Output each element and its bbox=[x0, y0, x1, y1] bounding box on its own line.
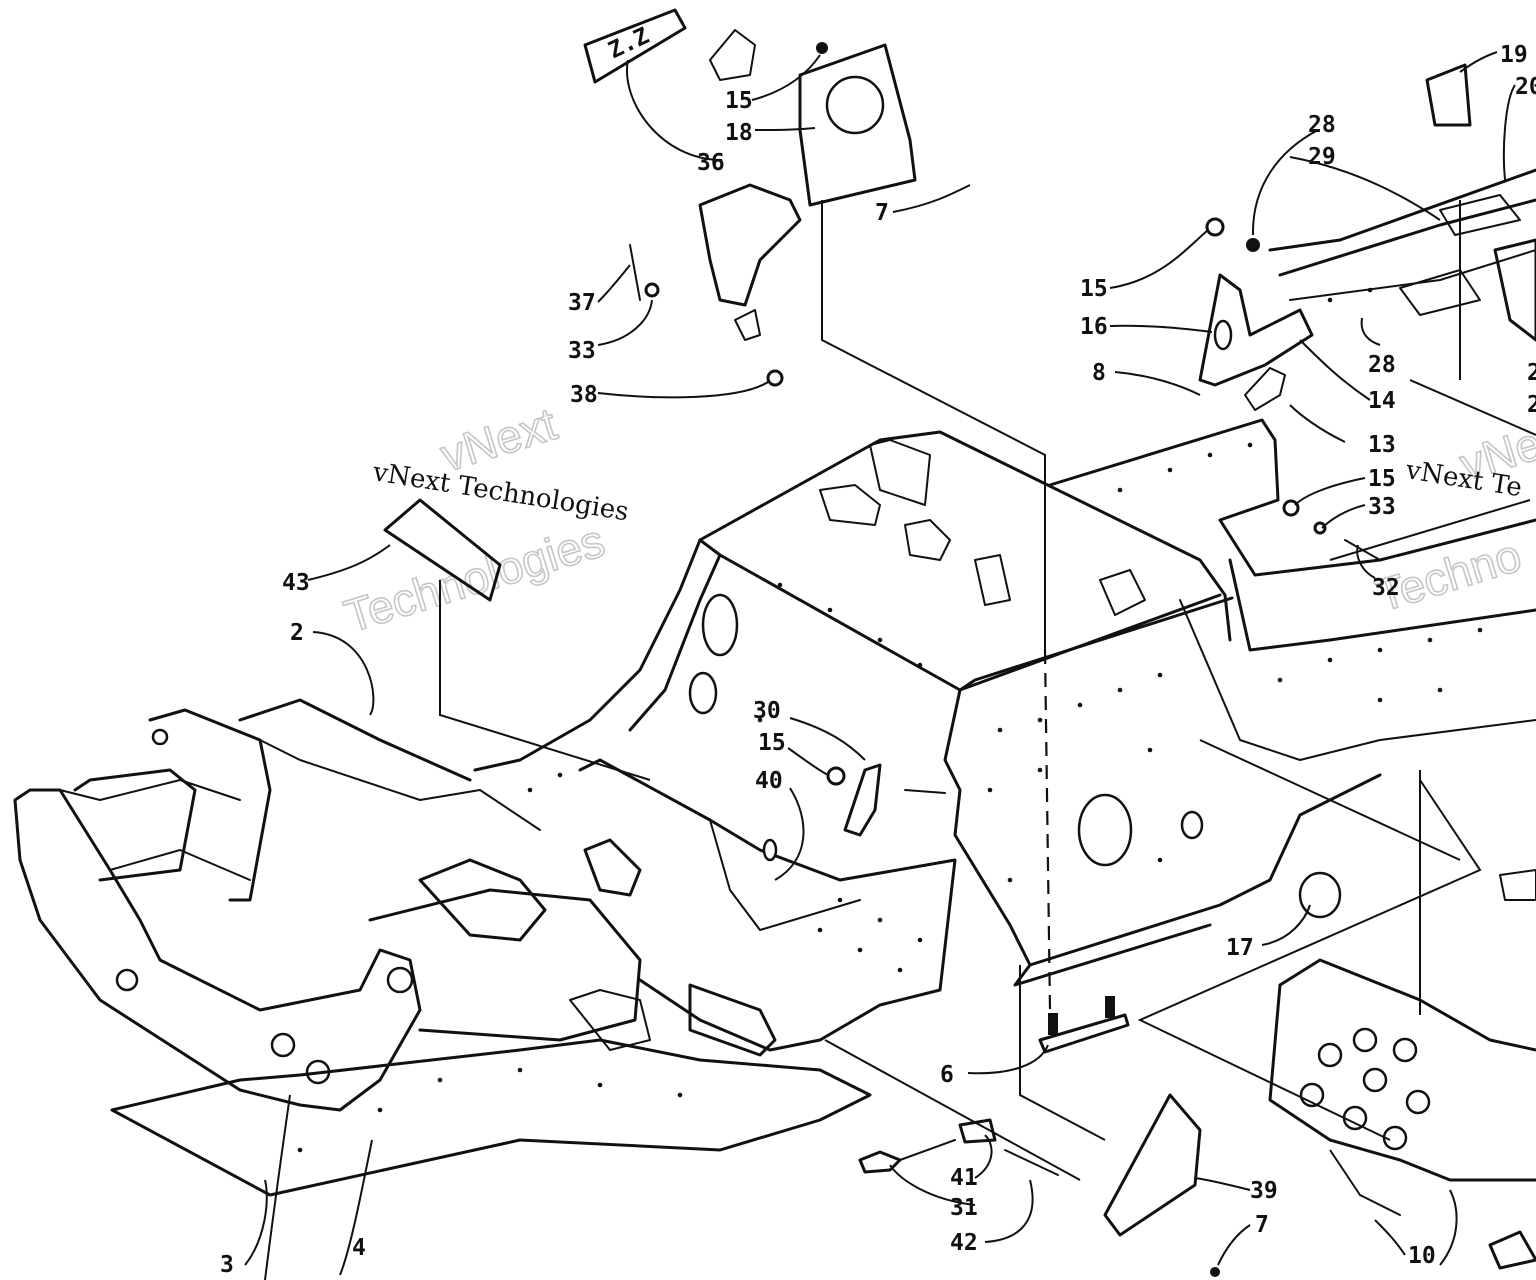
callout-37: 37 bbox=[568, 290, 596, 316]
assembly-lines bbox=[439, 200, 1536, 1196]
arm-bushing-2 bbox=[270, 1032, 296, 1058]
bulkhead-hole bbox=[762, 838, 778, 862]
callout-8: 8 bbox=[1092, 360, 1106, 386]
rear-panel-hole bbox=[1077, 793, 1133, 867]
callout-32: 32 bbox=[1372, 575, 1400, 601]
callout-10: 10 bbox=[1408, 1243, 1436, 1269]
callout-7-bottom: 7 bbox=[1255, 1212, 1269, 1238]
chassis-frame bbox=[13, 168, 1536, 1197]
bracket-16 bbox=[1198, 273, 1314, 387]
latch-41 bbox=[858, 1150, 902, 1174]
callout-15-right: 15 bbox=[1080, 276, 1108, 302]
arm-bushing-1 bbox=[115, 968, 139, 992]
callout-42: 42 bbox=[950, 1230, 978, 1256]
heat-exchanger-holes bbox=[1299, 1027, 1431, 1151]
callout-2-right-1: 2 bbox=[1527, 360, 1536, 386]
callout-19: 19 bbox=[1500, 42, 1528, 68]
callout-41: 41 bbox=[950, 1165, 978, 1191]
callout-6: 6 bbox=[940, 1062, 954, 1088]
callout-20: 20 bbox=[1515, 74, 1536, 100]
watermark-line: vNext Technologies bbox=[370, 457, 631, 527]
exploded-parts: Z.Z bbox=[383, 8, 1536, 1277]
callout-33-right: 33 bbox=[1368, 494, 1396, 520]
callout-7: 7 bbox=[875, 200, 889, 226]
watermark-outline-bottom: Technologies bbox=[338, 514, 610, 642]
callout-29: 29 bbox=[1308, 144, 1336, 170]
watermark-left: vNext Technologies vNext Technologies bbox=[338, 396, 631, 643]
decal-36 bbox=[583, 8, 687, 84]
callout-38: 38 bbox=[570, 382, 598, 408]
callout-leaders bbox=[244, 51, 1516, 1280]
arm-bushing-4 bbox=[386, 966, 414, 994]
tunnel-hole-lower bbox=[688, 671, 718, 715]
lever-30 bbox=[843, 763, 882, 837]
callout-28-top: 28 bbox=[1308, 112, 1336, 138]
callout-28-bottom: 28 bbox=[1368, 352, 1396, 378]
arm-bushing-5 bbox=[151, 728, 169, 746]
decal-43 bbox=[383, 498, 502, 602]
callout-2-right-2: 2 bbox=[1527, 392, 1536, 418]
clip-19 bbox=[1425, 63, 1472, 127]
callout-30: 30 bbox=[753, 698, 781, 724]
panel-39 bbox=[1103, 1093, 1202, 1237]
callout-3: 3 bbox=[220, 1252, 234, 1278]
tunnel-hole-upper bbox=[701, 593, 739, 657]
callout-39: 39 bbox=[1250, 1178, 1278, 1204]
callout-40: 40 bbox=[755, 768, 783, 794]
svg-text:Z.Z: Z.Z bbox=[605, 23, 654, 64]
callout-15-mid: 15 bbox=[1368, 466, 1396, 492]
callout-16: 16 bbox=[1080, 314, 1108, 340]
callout-15-lever: 15 bbox=[758, 730, 786, 756]
callout-36: 36 bbox=[697, 150, 725, 176]
callout-13: 13 bbox=[1368, 432, 1396, 458]
callout-2: 2 bbox=[290, 620, 304, 646]
callout-43: 43 bbox=[282, 570, 310, 596]
callout-33: 33 bbox=[568, 338, 596, 364]
rivet-pattern bbox=[297, 287, 1483, 1153]
callout-4: 4 bbox=[352, 1235, 366, 1261]
callout-18: 18 bbox=[725, 120, 753, 146]
callout-15: 15 bbox=[725, 88, 753, 114]
cap-17 bbox=[1298, 871, 1342, 919]
rear-panel-hole-small bbox=[1180, 810, 1204, 840]
callout-14: 14 bbox=[1368, 388, 1396, 414]
callout-31: 31 bbox=[950, 1195, 978, 1221]
callout-17: 17 bbox=[1226, 935, 1254, 961]
plate-6 bbox=[1038, 1013, 1130, 1054]
callout-labels: 15 18 36 7 37 33 38 19 20 28 29 15 16 8 … bbox=[220, 42, 1536, 1278]
